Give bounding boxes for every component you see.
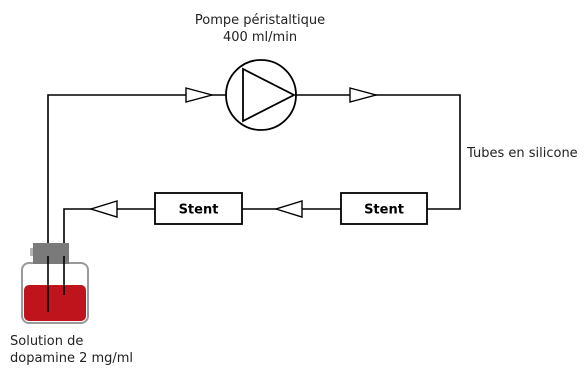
- pump-rate: 400 ml/min: [222, 30, 298, 45]
- solution-label-line2: dopamine 2 mg/ml: [10, 351, 134, 366]
- tube-pump-to-return: [296, 94, 461, 210]
- flow-arrows: [88, 87, 379, 218]
- stent-box-2: Stent: [340, 192, 428, 225]
- stent-label: Stent: [179, 203, 219, 218]
- pump-label: Pompe péristaltique 400 ml/min: [180, 12, 340, 46]
- flow-arrow-right-icon: [349, 87, 379, 103]
- solution-label: Solution de dopamine 2 mg/ml: [10, 333, 133, 367]
- pump-symbol-icon: [225, 59, 297, 131]
- flow-arrow-left-icon: [88, 200, 118, 218]
- tubes-label: Tubes en silicone: [467, 146, 578, 161]
- pump-title: Pompe péristaltique: [194, 13, 326, 28]
- solution-bottle-icon: [21, 243, 89, 324]
- stent-label: Stent: [364, 203, 404, 218]
- tube-stent1-to-bottle: [63, 208, 155, 256]
- solution-label-line1: Solution de: [10, 334, 84, 349]
- flow-arrow-left-icon: [273, 200, 303, 218]
- flow-arrow-right-icon: [185, 87, 215, 103]
- stent-box-1: Stent: [154, 192, 243, 225]
- tube-outlet-to-pump: [47, 94, 226, 256]
